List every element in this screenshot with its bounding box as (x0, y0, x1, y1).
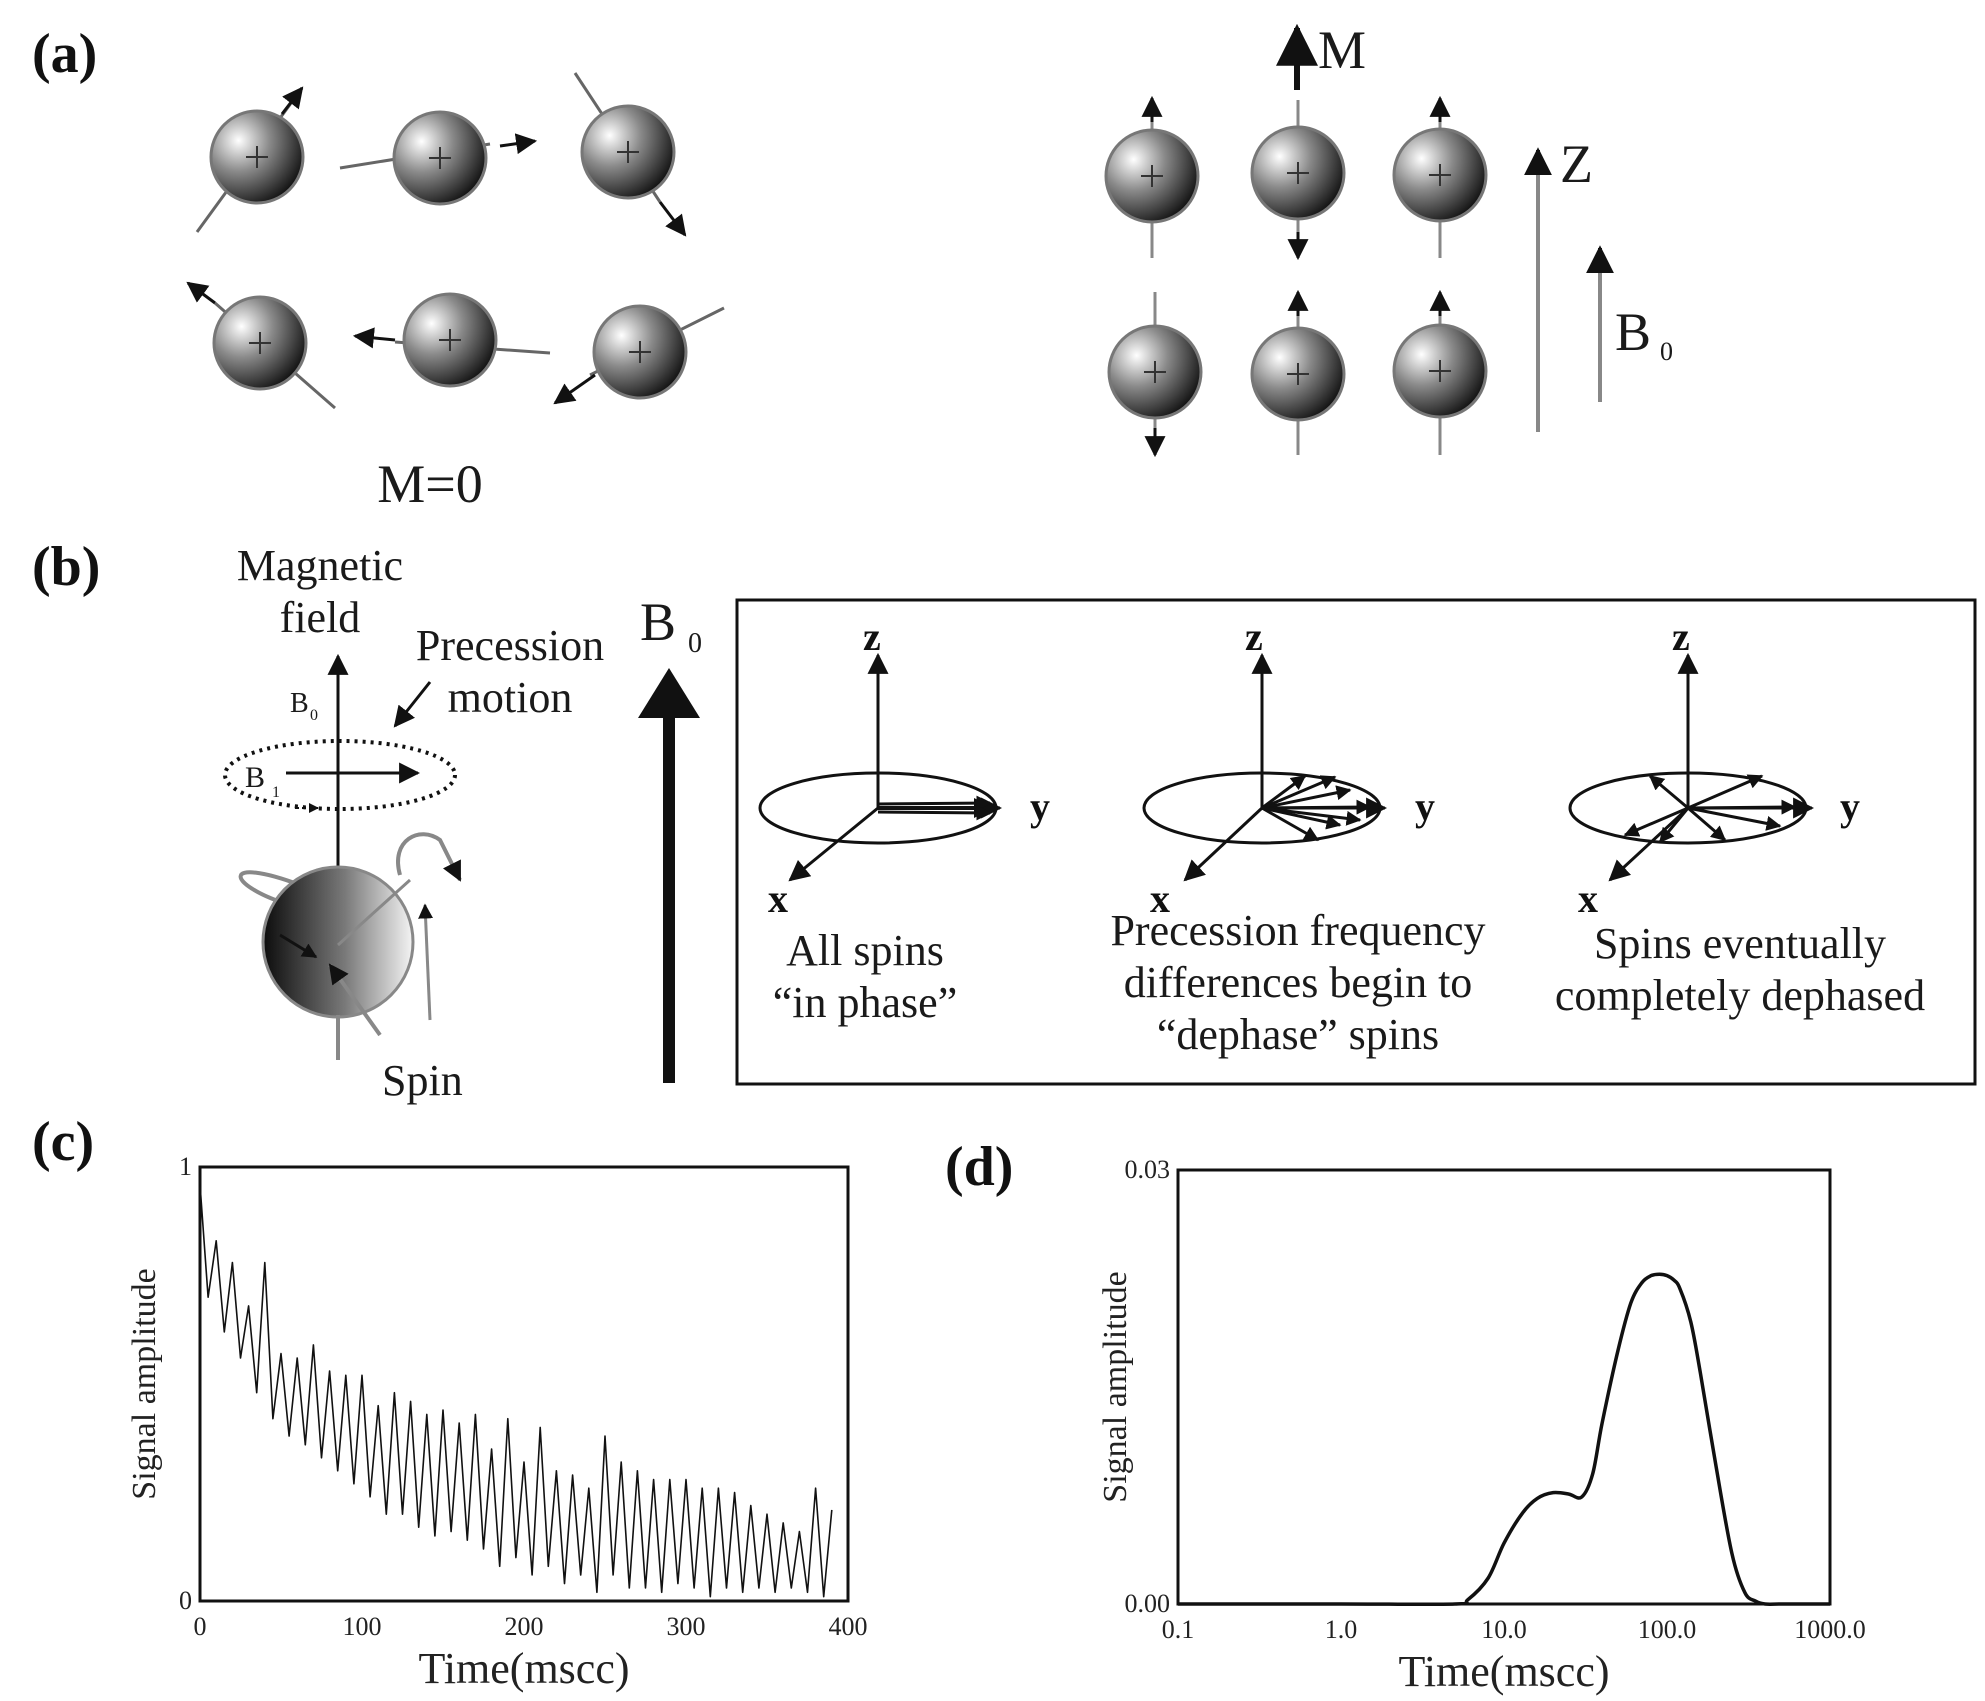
b0-subscript: 0 (1660, 337, 1673, 366)
axis-z: z (1245, 614, 1263, 659)
in-phase-caption-1: All spins (786, 926, 944, 975)
b1-subscript: 1 (272, 784, 280, 801)
axis-y: y (1030, 784, 1050, 829)
spin-particle (573, 72, 687, 237)
axis-y: y (1840, 784, 1860, 829)
net-magnetization-label: M (1318, 20, 1366, 80)
x-tick-label: 1.0 (1325, 1615, 1358, 1644)
axis-x: x (1150, 876, 1170, 921)
precession-label-1: Precession (416, 621, 604, 670)
dephased-caption-2: completely dephased (1555, 971, 1925, 1020)
x-axis-title: Time(mscc) (418, 1644, 629, 1693)
axis-x: x (1578, 876, 1598, 921)
x-axis-title: Time(mscc) (1398, 1647, 1609, 1696)
magnetic-field-label-2: field (280, 593, 361, 642)
panel-c-label: (c) (32, 1111, 94, 1173)
spin-particle (186, 281, 336, 410)
precessing-spin (238, 832, 462, 1060)
random-spins (186, 72, 725, 410)
spin-particle (195, 86, 305, 233)
spin-label: Spin (382, 1056, 463, 1105)
panel-d-label: (d) (945, 1136, 1013, 1198)
large-b0-field-arrow: B 0 (638, 592, 702, 1083)
panel-d: (d) 0.1 1.0 10.0 100.0 1000.0 0.00 0.03Time(ms… (945, 1136, 1866, 1696)
panel-a: (a) (32, 20, 1673, 514)
plot-frame (1176, 1168, 1832, 1606)
precession-orbit (223, 739, 457, 811)
x-tick-label: 10.0 (1481, 1615, 1527, 1644)
spin-particle (1250, 100, 1346, 261)
y-tick-label: 0.00 (1125, 1589, 1171, 1618)
y-axis-title: Signal amplitude (1097, 1271, 1134, 1502)
dephase-caption-1: Precession frequency (1110, 906, 1485, 955)
b0-label: B (1615, 302, 1651, 362)
x-tick-label: 400 (829, 1612, 868, 1641)
x-tick-label: 0.1 (1162, 1615, 1195, 1644)
x-tick-label: 1000.0 (1794, 1615, 1866, 1644)
series-line (199, 1184, 833, 1598)
y-axis-title: Signal amplitude (126, 1268, 163, 1499)
axis-set-in-phase: z y x (758, 614, 1050, 921)
plot-frame (198, 1165, 850, 1603)
precession-diagram: Magnetic field Precession motion B 0 B 1 (223, 541, 604, 1105)
spin-particle (339, 110, 538, 206)
m-zero-caption: M=0 (377, 454, 482, 514)
dephased-caption-1: Spins eventually (1594, 919, 1886, 968)
dephase-caption-3: “dephase” spins (1157, 1010, 1439, 1059)
dephase-caption-2: differences begin to (1124, 958, 1473, 1007)
series-line (1178, 1272, 1830, 1607)
y-tick-label: 0 (179, 1586, 192, 1615)
spin-particle (1104, 95, 1200, 258)
magnetic-field-label-1: Magnetic (237, 541, 403, 590)
panel-b: (b) Magnetic field Precession motion B 0… (32, 536, 1977, 1105)
spin-particle (1392, 289, 1488, 455)
spin-particle (553, 304, 725, 405)
x-tick-label: 200 (505, 1612, 544, 1641)
panel-a-label: (a) (32, 23, 97, 85)
small-b0-label: B (290, 688, 309, 719)
x-tick-label: 0 (194, 1612, 207, 1641)
y-tick-label: 1 (179, 1152, 192, 1181)
panel-b-label: (b) (32, 536, 100, 598)
spin-particle (1392, 95, 1488, 258)
large-b0-subscript: 0 (688, 628, 702, 659)
axis-y: y (1415, 784, 1435, 829)
precession-label-2: motion (448, 673, 573, 722)
aligned-spins: M (1104, 20, 1673, 458)
y-tick-label: 0.03 (1125, 1155, 1171, 1184)
axis-set-dephased: z y x (1568, 614, 1860, 921)
axis-z: z (1672, 614, 1690, 659)
in-phase-caption-2: “in phase” (773, 978, 957, 1027)
spin-particle (1107, 292, 1203, 458)
b1-label: B (245, 761, 265, 794)
axis-z: z (863, 614, 881, 659)
spin-particle (352, 292, 551, 388)
large-b0-label: B (640, 592, 676, 652)
x-tick-label: 100.0 (1638, 1615, 1697, 1644)
x-tick-label: 100 (343, 1612, 382, 1641)
spin-particle (1250, 289, 1346, 455)
dephasing-box: z y x z y (735, 598, 1977, 1086)
precession-pointer-arrow (393, 681, 432, 728)
small-b0-subscript: 0 (310, 707, 318, 724)
axis-x: x (768, 876, 788, 921)
axis-set-dephasing: z y x (1142, 614, 1435, 921)
x-tick-label: 300 (667, 1612, 706, 1641)
z-axis-label: Z (1560, 134, 1593, 194)
